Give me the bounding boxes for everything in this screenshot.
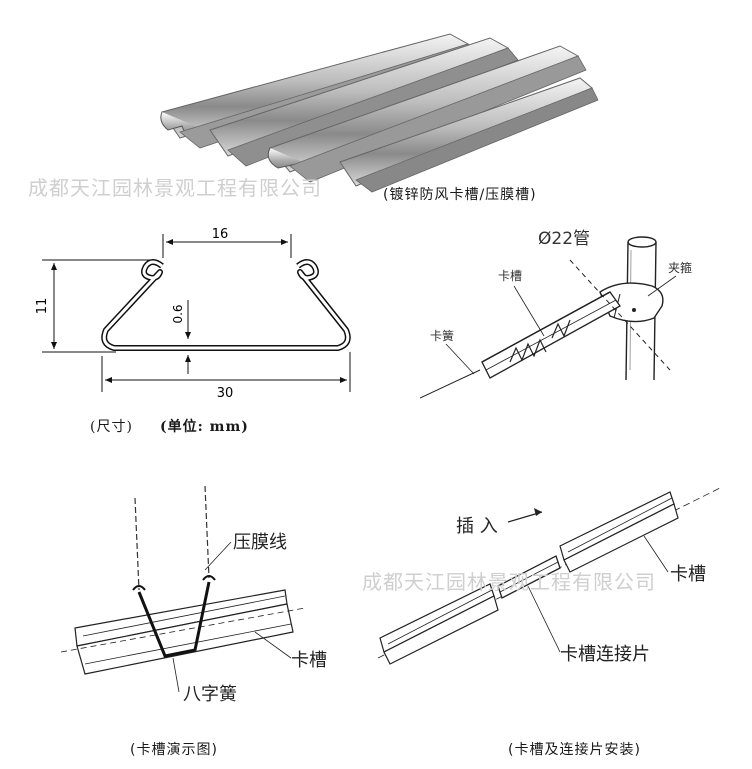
slot-demo-diagram: 压膜线 卡槽 八字簧 — [60, 485, 327, 705]
dim-height: 11 — [35, 298, 50, 315]
dim-thickness: 0.6 — [171, 304, 185, 323]
pipe-slot-label: 卡槽 — [498, 269, 522, 283]
dim-width-top: 16 — [212, 227, 229, 242]
install-caption: (卡槽及连接片安装) — [508, 742, 641, 758]
clamp-label: 夹箍 — [668, 260, 692, 275]
caption-size: (尺寸) — [90, 419, 133, 435]
install-slot-label: 卡槽 — [670, 564, 706, 585]
pipe-mount-diagram: Ø22管 卡槽 夹箍 卡簧 — [420, 229, 692, 399]
cross-section-drawing: 16 11 0.6 30 — [35, 227, 351, 401]
top-photo-caption: (镀锌防风卡槽/压膜槽) — [383, 187, 537, 203]
steel-channel-photo — [160, 33, 599, 193]
slot-channel — [481, 291, 621, 379]
dim-width-bottom: 30 — [217, 386, 234, 401]
insert-label: 插 入 — [456, 516, 498, 537]
demo-channel — [60, 589, 306, 675]
demo-spring-label: 八字簧 — [183, 684, 237, 705]
channel-rail-4 — [339, 77, 599, 193]
clamp — [599, 282, 664, 323]
watermark-top: 成都天江园林景观工程有限公司 — [28, 176, 322, 200]
demo-caption: (卡槽演示图) — [130, 742, 218, 758]
watermark-middle: 成都天江园林景观工程有限公司 — [362, 570, 656, 594]
connector-piece — [497, 555, 561, 599]
demo-slot-label: 卡槽 — [291, 650, 327, 671]
channel-rail-3 — [267, 45, 587, 183]
channel-profile — [101, 259, 351, 351]
film-label: 压膜线 — [233, 532, 287, 553]
channel-rail-2 — [209, 37, 519, 167]
connector-label: 卡槽连接片 — [560, 644, 650, 665]
install-slot-right — [559, 491, 679, 573]
install-diagram: 插 入 卡槽 卡槽连接片 — [377, 487, 721, 665]
install-slot-left — [379, 583, 499, 665]
caption-unit: (单位: mm) — [160, 419, 249, 435]
pipe-label: Ø22管 — [538, 229, 590, 249]
v-spring — [137, 581, 211, 658]
spring-label: 卡簧 — [430, 328, 454, 343]
